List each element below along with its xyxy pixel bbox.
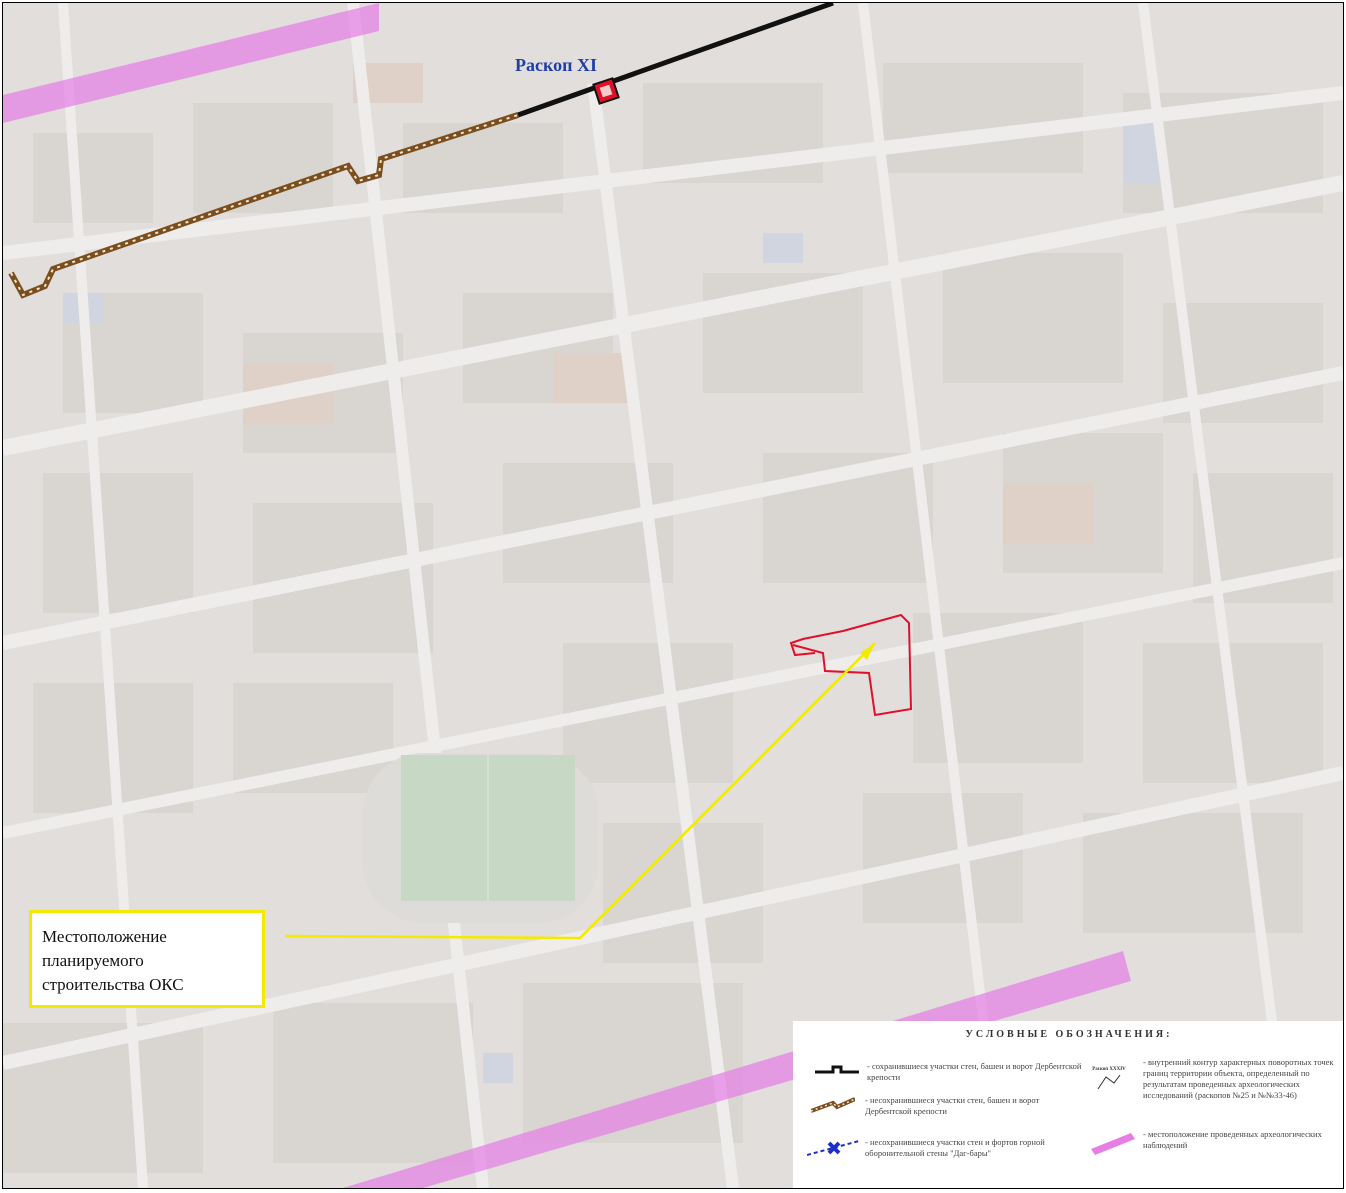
legend-item-mountain-wall: - несохранившиеся участки стен и фортов … — [865, 1137, 1045, 1158]
location-callout: Местоположение планируемого строительств… — [29, 910, 265, 1008]
contour-sample-label: Раскоп XXXIV — [1092, 1067, 1126, 1072]
preserved-wall-symbol-icon — [815, 1065, 859, 1074]
observation-band-bottom — [343, 951, 1131, 1188]
unpreserved-wall-dash — [10, 114, 519, 297]
legend-panel: УСЛОВНЫЕ ОБОЗНАЧЕНИЯ: - сохранившиеся уч… — [793, 1021, 1343, 1188]
stadium — [363, 753, 598, 923]
streets — [3, 3, 1343, 1188]
pink-band-symbol-icon — [1091, 1133, 1135, 1155]
map-canvas — [3, 3, 1343, 1188]
pointer-line — [284, 642, 876, 940]
legend-item-unpreserved-wall: - несохранившиеся участки стен, башен и … — [865, 1095, 1040, 1116]
legend-item-observation: - местоположение проведенных археологиче… — [1143, 1129, 1322, 1150]
unpreserved-wall-symbol-icon — [811, 1097, 855, 1113]
pointer-arrowhead — [860, 643, 875, 660]
callout-line-2: планируемого — [42, 951, 144, 970]
object-contour[interactable] — [789, 613, 913, 717]
excavation-label: Раскоп XI — [515, 55, 597, 75]
legend-item-preserved-wall: - сохранившиеся участки стен, башен и во… — [867, 1061, 1082, 1082]
legend-item-contour: - внутренний контур характерных поворотн… — [1143, 1057, 1334, 1100]
contour-sample: Раскоп XXXIV — [1091, 1067, 1127, 1096]
preserved-wall — [517, 3, 834, 118]
callout-line-3: строительства ОКС — [42, 975, 184, 994]
excavation-xi-inner — [599, 84, 613, 98]
mountain-wall-symbol-icon — [807, 1140, 859, 1156]
contour-sample-icon — [1097, 1074, 1121, 1090]
observation-band-top — [3, 3, 379, 123]
legend-title: УСЛОВНЫЕ ОБОЗНАЧЕНИЯ: — [965, 1029, 1173, 1040]
callout-line-1: Местоположение — [42, 927, 167, 946]
